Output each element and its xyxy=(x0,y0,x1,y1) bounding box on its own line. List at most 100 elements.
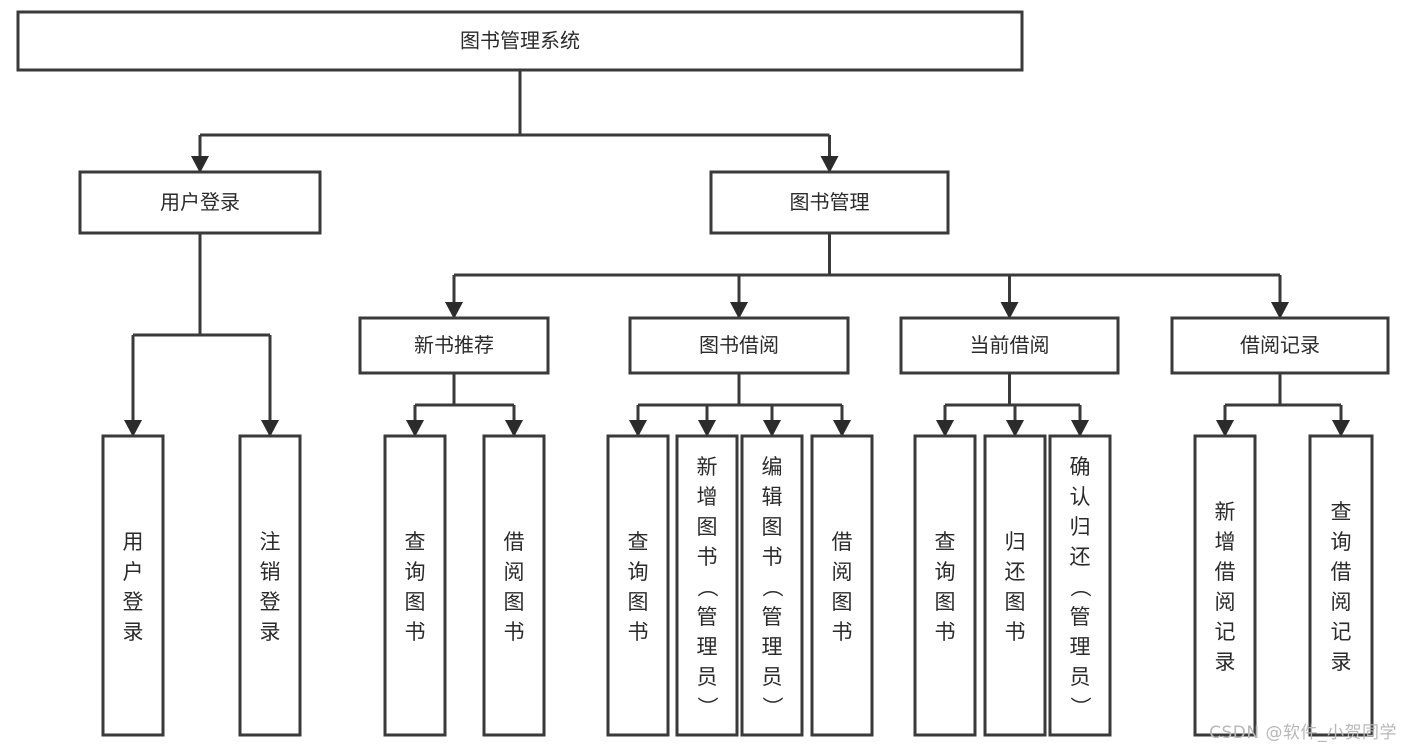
edge-arrowhead xyxy=(124,420,142,437)
node-label-char: 查 xyxy=(935,530,956,554)
node-box xyxy=(16,10,1024,72)
edge-arrowhead xyxy=(261,420,279,437)
node-label-char: 图 xyxy=(504,590,525,614)
connector-layer xyxy=(124,70,1350,437)
node-label: 图书借阅 xyxy=(699,333,779,357)
node-label-char: 书 xyxy=(1005,620,1026,644)
node-l1[interactable]: 用户登录 xyxy=(101,434,165,737)
node-label: 当前借阅 xyxy=(970,333,1050,357)
node-label-char: 录 xyxy=(260,620,281,644)
node-label-char: （ xyxy=(695,576,719,597)
node-label-char: 书 xyxy=(697,545,718,569)
node-box xyxy=(101,434,165,737)
node-label: 借阅记录 xyxy=(1240,333,1320,357)
node-label-char: 录 xyxy=(1215,650,1236,674)
node-label-char: 理 xyxy=(1070,635,1091,659)
node-box xyxy=(1170,316,1390,375)
node-label-char: 查 xyxy=(1331,500,1352,524)
node-box xyxy=(606,434,670,737)
node-label-char: 书 xyxy=(405,620,426,644)
node-label: 图书管理系统 xyxy=(460,29,580,53)
node-box xyxy=(913,434,977,737)
node-label-char: 阅 xyxy=(504,560,525,584)
node-label-char: 图 xyxy=(405,590,426,614)
edge-arrowhead xyxy=(1216,420,1234,437)
node-label-char: 图 xyxy=(762,515,783,539)
node-label-char: 书 xyxy=(628,620,649,644)
node-root[interactable]: 图书管理系统 xyxy=(16,10,1024,72)
node-box xyxy=(709,170,950,235)
node-box xyxy=(983,434,1047,737)
node-label-char: 新 xyxy=(1215,500,1236,524)
node-label-char: 询 xyxy=(935,560,956,584)
node-n_record[interactable]: 借阅记录 xyxy=(1170,316,1390,375)
node-n_current[interactable]: 当前借阅 xyxy=(899,316,1120,375)
node-label-char: 录 xyxy=(123,620,144,644)
node-label-char: 借 xyxy=(1215,560,1236,584)
node-label-char: 归 xyxy=(1005,530,1026,554)
node-label-char: 编 xyxy=(762,455,783,479)
edge-arrowhead xyxy=(629,420,647,437)
node-label-char: ） xyxy=(1068,696,1092,717)
node-label-char: 书 xyxy=(762,545,783,569)
node-box xyxy=(78,170,322,235)
node-label-char: 辑 xyxy=(762,485,783,509)
edge-arrowhead xyxy=(505,420,523,437)
node-label-char: 用 xyxy=(123,530,144,554)
edge-arrowhead xyxy=(1071,420,1089,437)
node-label-char: 阅 xyxy=(1215,590,1236,614)
node-n_borrow[interactable]: 图书借阅 xyxy=(628,316,850,375)
node-label-char: 借 xyxy=(504,530,525,554)
edge-arrowhead xyxy=(1332,420,1350,437)
node-layer: 图书管理系统用户登录图书管理新书推荐图书借阅当前借阅借阅记录用户登录注销登录查询… xyxy=(16,10,1390,737)
node-n_new_rec[interactable]: 新书推荐 xyxy=(358,316,550,375)
node-label-char: 管 xyxy=(1070,605,1091,629)
edge-arrowhead xyxy=(833,420,851,437)
node-label-char: 询 xyxy=(1331,530,1352,554)
node-label-char: 书 xyxy=(935,620,956,644)
node-label-char: 阅 xyxy=(1331,590,1352,614)
node-box xyxy=(628,316,850,375)
node-label-char: 理 xyxy=(762,635,783,659)
edge-arrowhead xyxy=(763,420,781,437)
node-n_book_mgmt[interactable]: 图书管理 xyxy=(709,170,950,235)
node-box xyxy=(899,316,1120,375)
node-label-char: 新 xyxy=(697,455,718,479)
node-label-char: 图 xyxy=(628,590,649,614)
edge-arrowhead xyxy=(820,156,839,173)
node-box xyxy=(810,434,874,737)
node-label-char: 增 xyxy=(697,485,718,509)
node-label-char: ） xyxy=(760,696,784,717)
node-label-char: 认 xyxy=(1070,485,1091,509)
node-label-char: 员 xyxy=(762,665,783,689)
node-label-char: 还 xyxy=(1005,560,1026,584)
node-label-char: 书 xyxy=(504,620,525,644)
node-label-char: 记 xyxy=(1215,620,1236,644)
node-label-char: 书 xyxy=(832,620,853,644)
node-label-char: 员 xyxy=(697,665,718,689)
node-n_user_login[interactable]: 用户登录 xyxy=(78,170,322,235)
edge-arrowhead xyxy=(1271,302,1289,319)
edge-arrowhead xyxy=(1006,420,1024,437)
node-box xyxy=(383,434,447,737)
node-box xyxy=(1048,434,1112,737)
node-label-char: 销 xyxy=(260,560,281,584)
node-label-char: 确 xyxy=(1070,455,1091,479)
edge-arrowhead xyxy=(1000,302,1019,319)
node-label-char: 询 xyxy=(405,560,426,584)
node-label-char: 理 xyxy=(697,635,718,659)
